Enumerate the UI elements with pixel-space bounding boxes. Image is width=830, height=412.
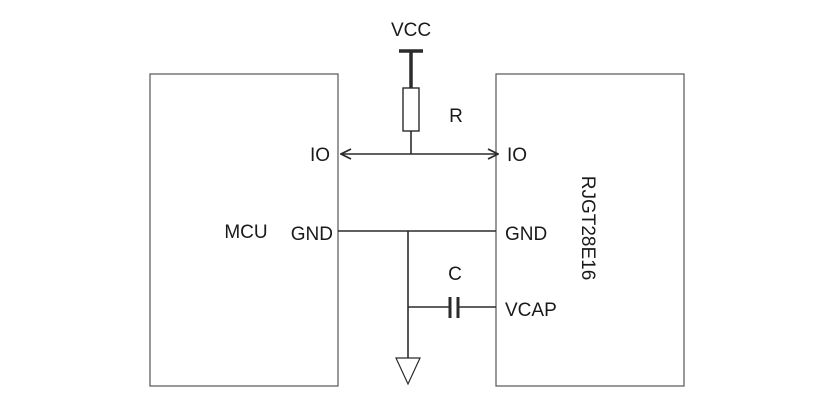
chip-name-label: RJGT28E16 (577, 176, 598, 281)
mcu-box (149, 73, 339, 387)
ground-icon (395, 357, 421, 386)
chip-vcap-label: VCAP (505, 300, 557, 321)
chip-box (495, 73, 685, 387)
resistor-symbol (402, 87, 420, 132)
mcu-io-label: IO (310, 145, 330, 166)
vcc-label: VCC (391, 20, 431, 41)
resistor-label: R (449, 106, 463, 127)
mcu-label: MCU (224, 222, 267, 243)
mcu-gnd-label: GND (291, 224, 333, 245)
capacitor-label: C (448, 264, 462, 285)
chip-gnd-label: GND (505, 224, 547, 245)
chip-io-label: IO (507, 145, 527, 166)
